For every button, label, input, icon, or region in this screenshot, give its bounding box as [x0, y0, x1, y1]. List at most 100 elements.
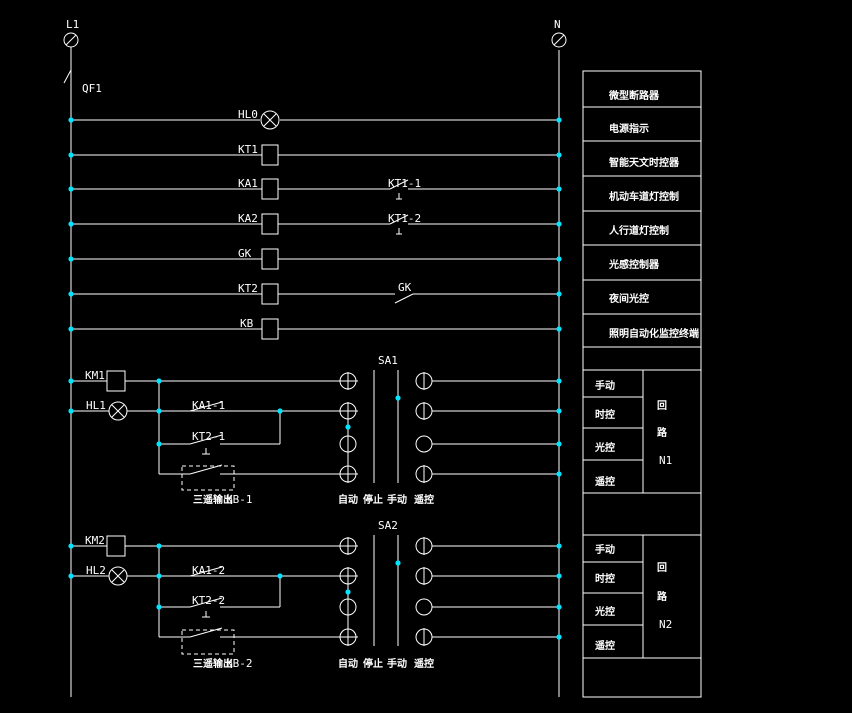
table-row-6: 光感控制器: [608, 258, 660, 271]
junction-node: [156, 378, 162, 384]
g1-name-3: N1: [659, 454, 672, 467]
label-gk-contact: GK: [398, 281, 412, 294]
label-kb-1-output: 三遥输出: [193, 493, 233, 506]
g2-name-3: N2: [659, 618, 672, 631]
junction-node: [68, 117, 74, 123]
junction-node: [156, 408, 162, 414]
contact-ka1-1: [189, 401, 223, 412]
junction-node: [395, 395, 401, 401]
label-kt1-1: KT1-1: [388, 177, 421, 190]
sa2-pos-remote: 遥控: [414, 657, 434, 670]
junction-node: [345, 424, 351, 430]
g2-mode-manual: 手动: [595, 543, 615, 556]
junction-node: [68, 186, 74, 192]
junction-node: [68, 152, 74, 158]
g2-name-2: 路: [657, 590, 668, 603]
contact-kt1-1: [389, 179, 409, 190]
table-row-8: 照明自动化监控终端: [609, 327, 699, 340]
coil-km1: [106, 370, 126, 392]
breaker-qf1-contact: [63, 69, 72, 84]
label-kb-2: KB-2: [226, 657, 253, 670]
table-row-1: 微型断路器: [608, 89, 660, 102]
contact-kb-1: [189, 464, 223, 475]
coil-ka1: [261, 178, 279, 200]
junction-node: [556, 186, 562, 192]
g2-name-1: 回: [657, 562, 667, 574]
sa2-pos-stop: 停止: [363, 657, 383, 670]
table-row-7: 夜间光控: [608, 292, 649, 305]
contact-gk: [394, 293, 414, 304]
legend-table: [582, 70, 702, 698]
g1-mode-remote: 遥控: [595, 475, 615, 488]
coil-kt2: [261, 283, 279, 305]
kb-2-box: [181, 629, 235, 655]
g1-mode-manual: 手动: [595, 379, 615, 392]
junction-node: [556, 441, 562, 447]
label-hl0: HL0: [238, 108, 258, 121]
label-n: N: [554, 18, 561, 31]
kb-1-box: [181, 465, 235, 491]
coil-gk: [261, 248, 279, 270]
junction-nodes: [68, 117, 562, 640]
junction-node: [277, 573, 283, 579]
junction-node: [556, 152, 562, 158]
terminal-n: [551, 32, 567, 48]
label-ka1: KA1: [238, 177, 258, 190]
g1-mode-light: 光控: [594, 441, 615, 454]
sa2-right-3: [415, 598, 433, 616]
junction-node: [556, 256, 562, 262]
junction-node: [156, 573, 162, 579]
label-kb: KB: [240, 317, 254, 330]
label-l1: L1: [66, 18, 79, 31]
junction-node: [156, 604, 162, 610]
junction-node: [68, 326, 74, 332]
junction-node: [68, 408, 74, 414]
label-kb-1: KB-1: [226, 493, 253, 506]
junction-node: [68, 256, 74, 262]
lamp-hl1: [108, 401, 128, 421]
junction-node: [156, 441, 162, 447]
label-kt2-1: KT2-1: [192, 430, 225, 443]
label-sa2: SA2: [378, 519, 398, 532]
junction-node: [68, 291, 74, 297]
contact-kb-2: [189, 627, 223, 638]
junction-node: [556, 117, 562, 123]
table-row-2: 电源指示: [609, 122, 649, 135]
g1-name-1: 回: [657, 400, 667, 412]
sa1-pos-stop: 停止: [363, 493, 383, 506]
label-kt2: KT2: [238, 282, 258, 295]
junction-node: [68, 573, 74, 579]
g1-name-2: 路: [657, 426, 668, 439]
sa2-pos-auto: 自动: [338, 657, 358, 670]
junction-node: [556, 634, 562, 640]
sa1-pos-manual: 手动: [387, 493, 407, 506]
junction-node: [395, 560, 401, 566]
label-gk: GK: [238, 247, 252, 260]
junction-node: [68, 221, 74, 227]
label-kt2-2: KT2-2: [192, 594, 225, 607]
junction-node: [556, 543, 562, 549]
sa1-pos-auto: 自动: [338, 493, 358, 506]
contact-kt2-1: [189, 434, 223, 445]
contact-kt2-2: [189, 597, 223, 608]
g1-mode-timer: 时控: [595, 408, 615, 421]
sa1-pos-remote: 遥控: [414, 493, 434, 506]
label-kb-2-output: 三遥输出: [193, 657, 233, 670]
coil-kb: [261, 318, 279, 340]
junction-node: [556, 378, 562, 384]
junction-node: [68, 378, 74, 384]
label-hl1: HL1: [86, 399, 106, 412]
junction-node: [556, 408, 562, 414]
table-row-4: 机动车道灯控制: [609, 190, 679, 203]
table-row-3: 智能天文时控器: [609, 156, 680, 169]
coil-ka2: [261, 213, 279, 235]
junction-node: [277, 408, 283, 414]
junction-node: [156, 543, 162, 549]
g2-mode-light: 光控: [594, 605, 615, 618]
junction-node: [556, 326, 562, 332]
junction-node: [68, 543, 74, 549]
lamp-hl2: [108, 566, 128, 586]
label-sa1: SA1: [378, 354, 398, 367]
